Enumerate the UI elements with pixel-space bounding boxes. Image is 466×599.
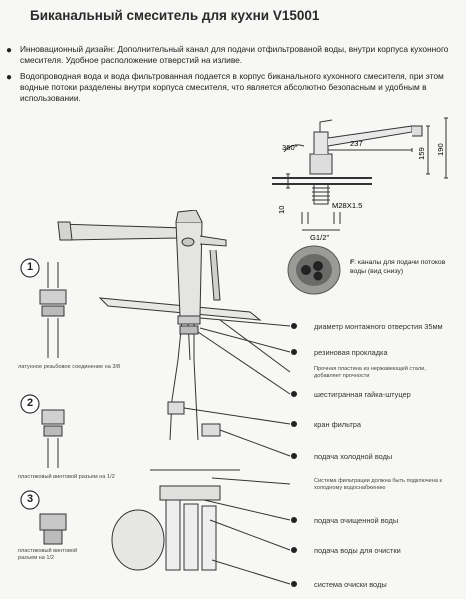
dim-height-b: 190 bbox=[436, 143, 445, 156]
step-caption: латунное резьбовое соединение на 3/8 bbox=[18, 364, 121, 370]
step-number: 1 bbox=[26, 261, 34, 273]
dim-thread: M28X1.5 bbox=[332, 201, 362, 210]
step-caption: пластиковый винтовой разъем на 1/2 bbox=[18, 474, 115, 480]
bullet-dot: ● bbox=[6, 72, 13, 83]
label-mount-hole: диаметр монтажного отверстия 35мм bbox=[314, 322, 443, 331]
bullet-text: Водопроводная вода и вода фильтрованная … bbox=[20, 71, 444, 103]
page-title: Биканальный смеситель для кухни V15001 bbox=[30, 8, 320, 23]
label-filter-note: Система фильтрации должна быть подключен… bbox=[314, 478, 442, 491]
label-filter-system: система очиски воды bbox=[314, 580, 387, 589]
dim-connector: G1/2" bbox=[310, 233, 329, 242]
label-hex-nut: шестигранная гайка-штуцер bbox=[314, 390, 411, 399]
step-caption: пластиковый винтовой разъем на 1/2 bbox=[18, 548, 78, 561]
channels-inset-image bbox=[287, 245, 341, 295]
inset-caption-text: : каналы для подачи потоков воды (вид сн… bbox=[350, 259, 446, 275]
inset-caption: F: каналы для подачи потоков воды (вид с… bbox=[350, 258, 456, 276]
label-clean-water: подача очищенной воды bbox=[314, 516, 399, 525]
dim-height-a: 159 bbox=[417, 147, 426, 160]
label-water-for-cleaning: подача воды для очистки bbox=[314, 546, 401, 555]
label-steel-plate: Прочная пластина из нержавеющей стали, д… bbox=[314, 366, 426, 379]
label-cold-water: подача холодной воды bbox=[314, 452, 393, 461]
bullet-text: Инновационный дизайн: Дополнительный кан… bbox=[20, 44, 449, 65]
bullet-dot: ● bbox=[6, 45, 13, 56]
dim-rotation: 360° bbox=[282, 143, 298, 152]
dim-depth: 10 bbox=[277, 206, 286, 214]
step-number: 2 bbox=[26, 397, 34, 409]
dim-length: 237 bbox=[350, 139, 363, 148]
faucet-installation-diagram bbox=[20, 210, 297, 587]
label-filter-tap: кран фильтра bbox=[314, 420, 361, 429]
label-gasket: резиновая прокладка bbox=[314, 348, 388, 357]
step-number: 3 bbox=[26, 493, 34, 505]
bullet-item: ● Инновационный дизайн: Дополнительный к… bbox=[6, 44, 454, 66]
bullet-item: ● Водопроводная вода и вода фильтрованна… bbox=[6, 71, 454, 104]
dimension-drawing: 360° 237 159 190 10 M28X1.5 G1/2" bbox=[272, 117, 448, 242]
inset-caption-letter: F bbox=[350, 259, 355, 266]
